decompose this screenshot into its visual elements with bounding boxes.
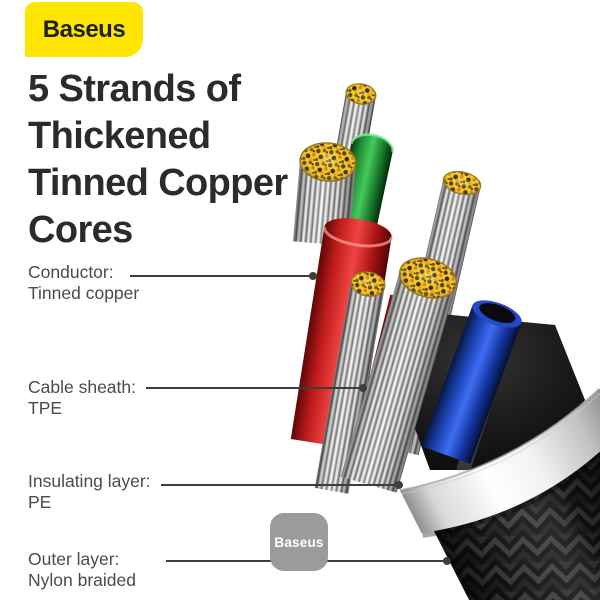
callout-cable-sheath-line [146, 384, 367, 392]
callout-conductor-label: Conductor: [28, 262, 114, 282]
callout-insulating-layer-value: PE [28, 492, 52, 512]
callout-conductor: Conductor: Tinned copper [28, 262, 139, 304]
brand-logo-badge: Baseus [25, 2, 143, 57]
cable-brand-badge-text: Baseus [274, 534, 324, 550]
strand-4 [340, 257, 458, 493]
callout-outer-layer-dot [443, 557, 451, 565]
cable-brand-badge: Baseus [270, 513, 328, 571]
callout-insulating-layer-label: Insulating layer: [28, 471, 151, 491]
callout-outer-layer-label: Outer layer: [28, 549, 120, 569]
callout-insulating-layer-dot [395, 481, 403, 489]
pe-collar [399, 387, 600, 538]
callout-conductor-value: Tinned copper [28, 283, 140, 303]
title-line-4: Cores [28, 209, 133, 251]
callout-cable-sheath-label: Cable sheath: [28, 377, 136, 397]
callout-insulating-layer: Insulating layer: PE [28, 471, 151, 513]
callout-conductor-line [130, 272, 317, 280]
callout-cable-sheath: Cable sheath: TPE [28, 377, 136, 419]
page-title: 5 Strands of Thickened Tinned Copper Cor… [28, 66, 288, 254]
brand-logo-text: Baseus [42, 15, 126, 43]
title-line-1: 5 Strands of [28, 68, 241, 110]
nylon-braid [430, 424, 600, 600]
title-line-2: Thickened [28, 115, 211, 157]
callout-insulating-layer-line [161, 481, 403, 489]
callout-conductor-dot [309, 272, 317, 280]
callout-outer-layer-value: Nylon braided [28, 570, 136, 590]
callout-outer-layer: Outer layer: Nylon braided [28, 549, 136, 591]
callout-cable-sheath-value: TPE [28, 398, 63, 418]
title-line-3: Tinned Copper [28, 162, 288, 204]
callout-cable-sheath-dot [359, 384, 367, 392]
sleeve-blue [421, 300, 522, 464]
